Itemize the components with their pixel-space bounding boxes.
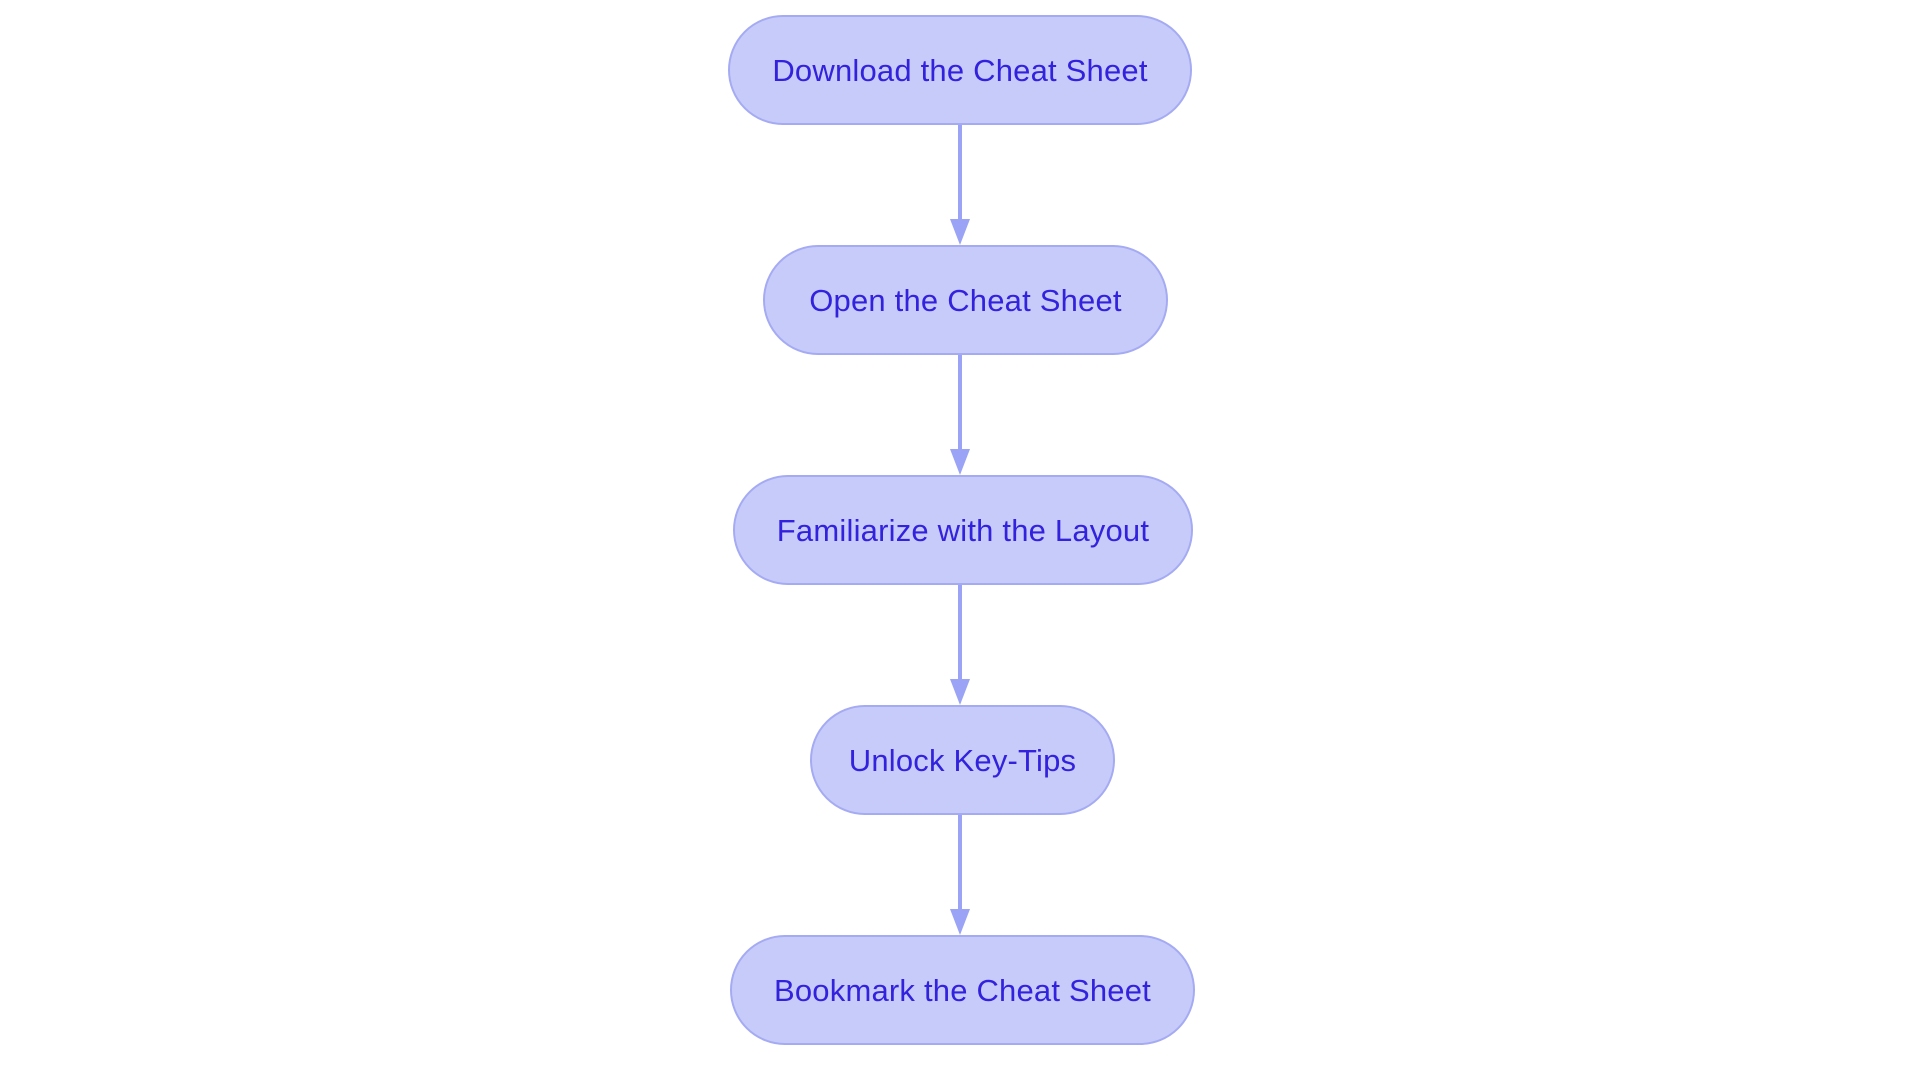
- flow-node-label: Bookmark the Cheat Sheet: [773, 972, 1151, 1008]
- edge-step4-to-step5: [945, 815, 975, 937]
- arrowhead-down-icon: [950, 679, 970, 705]
- edge-step1-to-step2: [945, 125, 975, 247]
- arrowhead-down-icon: [950, 219, 970, 245]
- arrowhead-down-icon: [950, 449, 970, 475]
- flow-node-familiarize-with-the-layout[interactable]: Familiarize with the Layout: [733, 475, 1193, 585]
- flow-node-label: Unlock Key-Tips: [848, 742, 1077, 778]
- flow-node-label: Open the Cheat Sheet: [809, 282, 1122, 318]
- flow-node-open-the-cheat-sheet[interactable]: Open the Cheat Sheet: [763, 245, 1168, 355]
- flow-node-download-the-cheat-sheet[interactable]: Download the Cheat Sheet: [728, 15, 1192, 125]
- edge-step3-to-step4: [945, 585, 975, 707]
- flow-node-label: Download the Cheat Sheet: [772, 52, 1148, 88]
- flow-node-unlock-key-tips[interactable]: Unlock Key-Tips: [810, 705, 1115, 815]
- edge-step2-to-step3: [945, 355, 975, 477]
- arrowhead-down-icon: [950, 909, 970, 935]
- flow-node-label: Familiarize with the Layout: [776, 512, 1150, 548]
- flow-node-bookmark-the-cheat-sheet[interactable]: Bookmark the Cheat Sheet: [730, 935, 1195, 1045]
